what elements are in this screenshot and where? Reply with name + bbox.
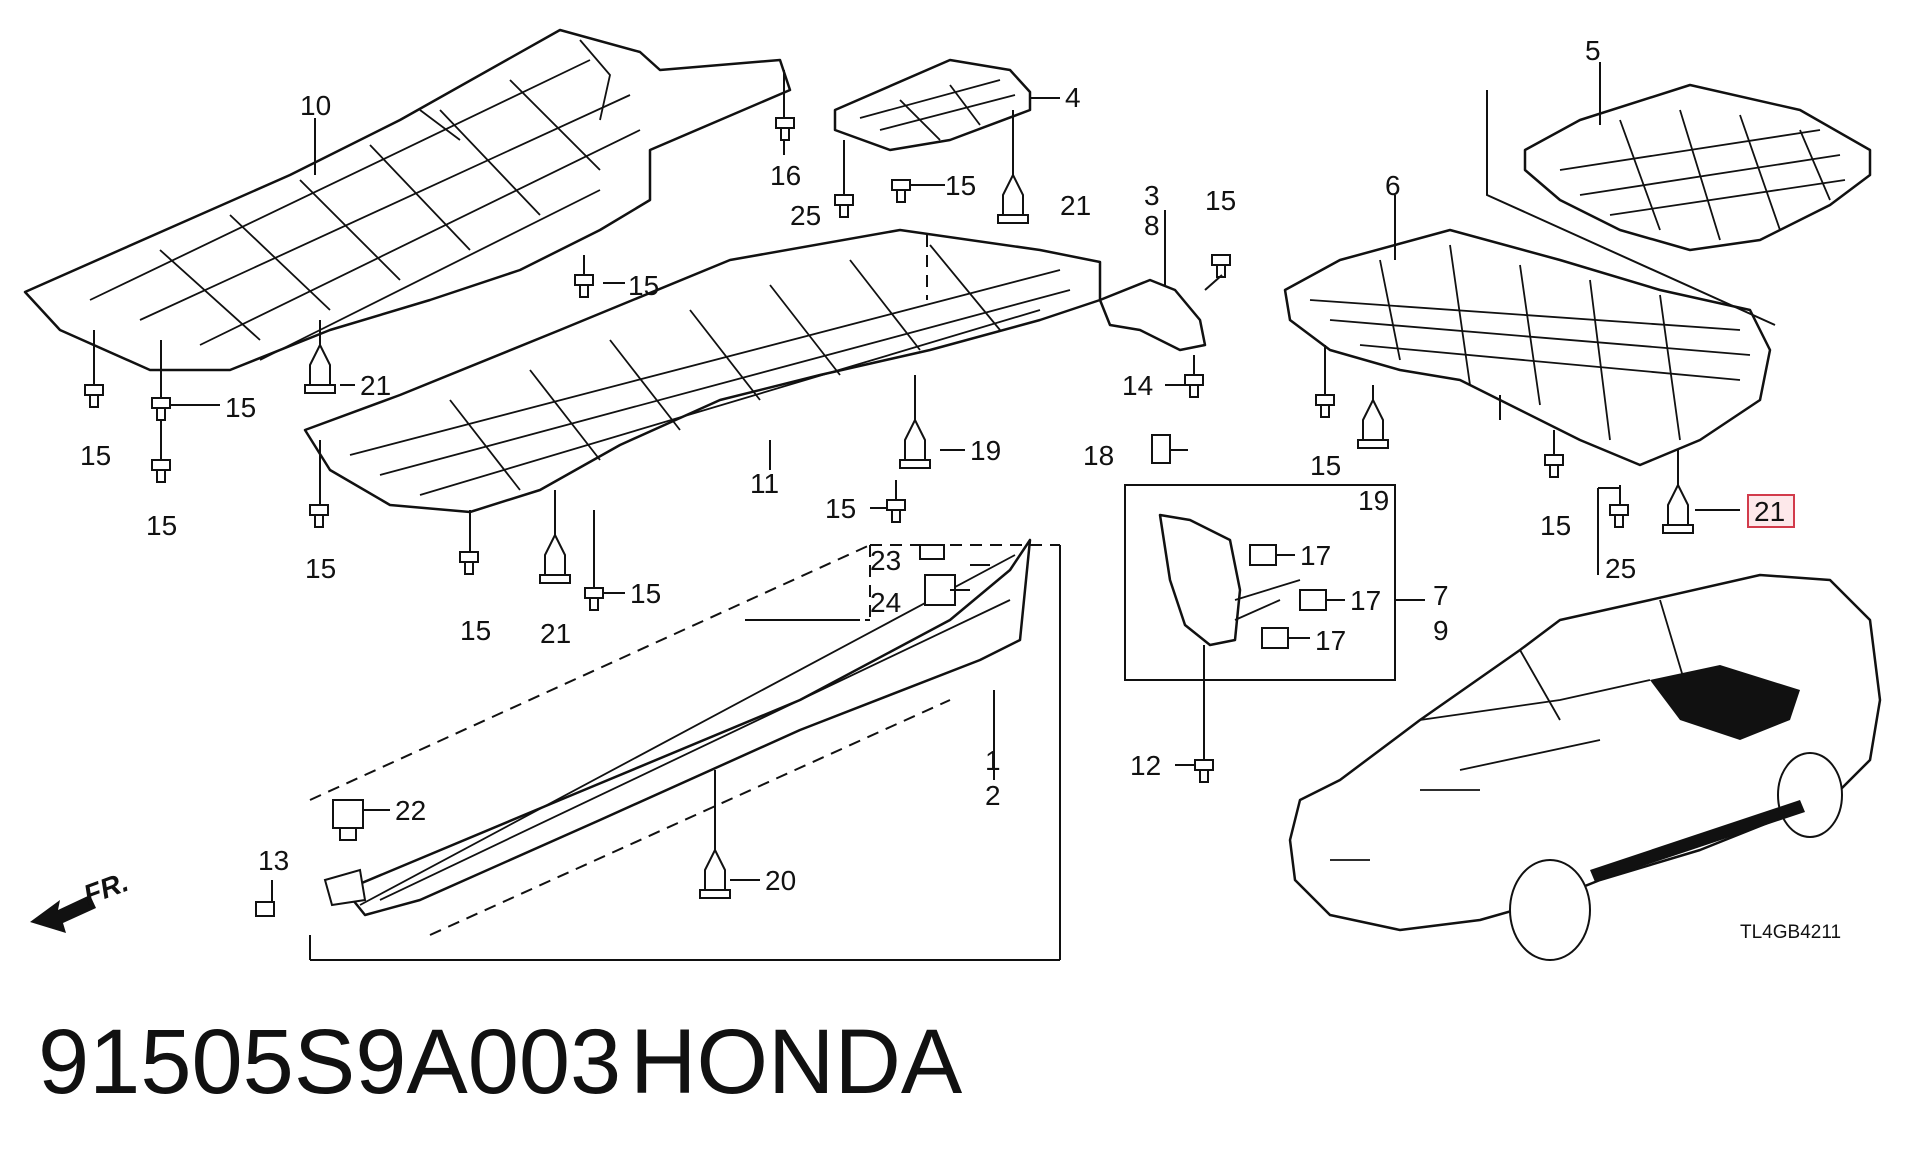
- callout-15: 15: [825, 493, 856, 524]
- callout-17: 17: [1315, 625, 1346, 656]
- callout-9: 9: [1433, 615, 1449, 646]
- callout-15: 15: [630, 578, 661, 609]
- small-bracket-3: [1098, 278, 1207, 352]
- callout-12: 12: [1130, 750, 1161, 781]
- callout-15: 15: [80, 440, 111, 471]
- callout-8: 8: [1144, 210, 1160, 241]
- callout-15: 15: [628, 270, 659, 301]
- direction-label: FR.: [79, 866, 132, 911]
- front-direction-arrow: FR.: [30, 866, 132, 933]
- figure-code: TL4GB4211: [1740, 922, 1841, 943]
- callout-3: 3: [1144, 180, 1160, 211]
- callout-21: 21: [1060, 190, 1091, 221]
- callout-21-highlighted: 21: [1754, 496, 1785, 527]
- callout-14: 14: [1122, 370, 1153, 401]
- callout-15: 15: [945, 170, 976, 201]
- callout-16: 16: [770, 160, 801, 191]
- callout-5: 5: [1585, 35, 1601, 66]
- callout-2: 2: [985, 780, 1001, 811]
- callout-20: 20: [765, 865, 796, 896]
- bracket-assembly: [1124, 434, 1396, 681]
- callout-18: 18: [1083, 440, 1114, 471]
- callout-4: 4: [1065, 82, 1081, 113]
- callout-13: 13: [258, 845, 289, 876]
- callout-19: 19: [1358, 485, 1389, 516]
- part-number: 91505S9A003: [38, 1011, 621, 1113]
- car-illustration: [1288, 573, 1882, 961]
- callout-23: 23: [870, 545, 901, 576]
- front-under-cover: [23, 28, 792, 372]
- callout-15: 15: [305, 553, 336, 584]
- rear-cover-5: [1523, 83, 1872, 252]
- callout-15: 15: [225, 392, 256, 423]
- side-sill-garnish: [323, 538, 1032, 917]
- callout-6: 6: [1385, 170, 1401, 201]
- highlight-box: [1747, 494, 1795, 528]
- callout-15: 15: [146, 510, 177, 541]
- callout-1: 1: [985, 745, 1001, 776]
- brand-name: HONDA: [630, 1011, 963, 1113]
- callout-7: 7: [1433, 580, 1449, 611]
- middle-under-cover: [303, 228, 1102, 514]
- callout-24: 24: [870, 587, 901, 618]
- callout-25: 25: [790, 200, 821, 231]
- callout-15: 15: [1540, 510, 1571, 541]
- callout-labels: 10 15 15 15 21 15 16 25 15 21 4 15 21 15…: [80, 35, 1785, 896]
- callout-10: 10: [300, 90, 331, 121]
- rear-cover-6: [1283, 228, 1772, 467]
- callout-17: 17: [1350, 585, 1381, 616]
- callout-22: 22: [395, 795, 426, 826]
- small-cover-4: [833, 58, 1032, 152]
- callout-19: 19: [970, 435, 1001, 466]
- callout-15: 15: [460, 615, 491, 646]
- callout-21: 21: [360, 370, 391, 401]
- callout-21: 21: [540, 618, 571, 649]
- callout-17: 17: [1300, 540, 1331, 571]
- callout-15: 15: [1310, 450, 1341, 481]
- callout-25: 25: [1605, 553, 1636, 584]
- leader-lines: [93, 62, 1740, 961]
- callout-15: 15: [1205, 185, 1236, 216]
- callout-11: 11: [750, 468, 779, 499]
- fasteners: [84, 117, 1694, 917]
